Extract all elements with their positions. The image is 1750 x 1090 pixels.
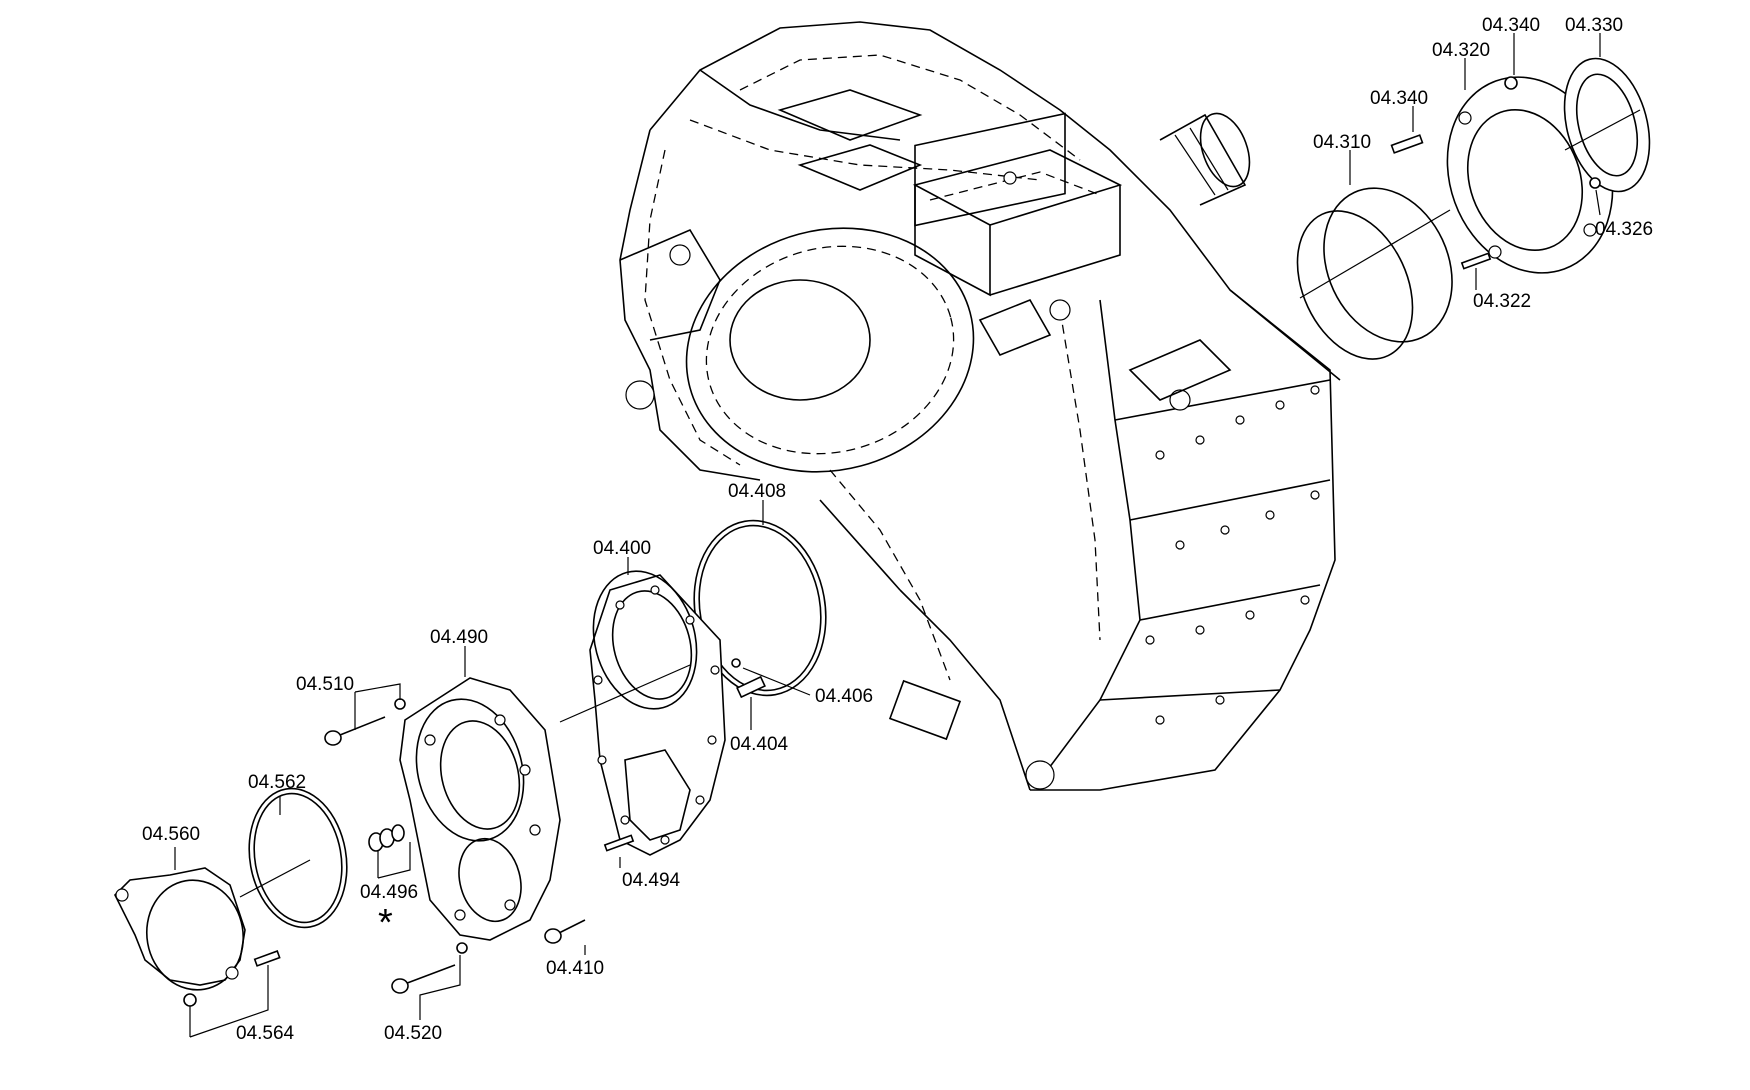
label-04-400: 04.400 — [593, 538, 651, 559]
part-04-322-pin — [1460, 252, 1492, 270]
label-04-562: 04.562 — [248, 772, 306, 793]
label-asterisk: * — [378, 902, 393, 944]
part-04-510-bolt — [324, 698, 406, 746]
label-04-406: 04.406 — [815, 686, 873, 707]
label-04-320: 04.320 — [1432, 40, 1490, 61]
part-04-404-spring — [736, 675, 766, 699]
leader-lines — [174, 33, 1601, 1038]
part-04-562-o-ring — [239, 787, 348, 929]
part-04-400-cover-plate — [559, 570, 726, 856]
label-04-410: 04.410 — [546, 958, 604, 979]
label-04-560: 04.560 — [142, 824, 200, 845]
part-04-520-bolt — [391, 942, 468, 994]
label-04-494: 04.494 — [622, 870, 681, 891]
part-04-496-plug — [368, 824, 405, 852]
part-04-560-cap — [114, 867, 246, 991]
part-04-310-ring — [1296, 187, 1453, 360]
label-04-326: 04.326 — [1595, 219, 1653, 240]
label-04-340-left: 04.340 — [1370, 88, 1428, 109]
label-04-520: 04.520 — [384, 1023, 442, 1044]
part-04-494-pin — [603, 834, 635, 852]
label-04-490: 04.490 — [430, 627, 488, 648]
label-04-404: 04.404 — [730, 734, 789, 755]
label-04-564: 04.564 — [236, 1023, 295, 1044]
label-04-322: 04.322 — [1473, 291, 1531, 312]
label-04-408: 04.408 — [728, 481, 786, 502]
label-04-310: 04.310 — [1313, 132, 1371, 153]
part-04-410-bolt — [544, 919, 586, 944]
label-04-330: 04.330 — [1565, 15, 1623, 36]
part-04-326-pin — [1589, 177, 1601, 189]
part-04-340-screws — [1390, 76, 1518, 154]
part-04-406-pin — [731, 658, 741, 668]
gearbox-housing — [619, 21, 1341, 791]
part-04-490-housing — [399, 677, 561, 941]
label-04-340-top: 04.340 — [1482, 15, 1540, 36]
part-04-330-seal — [1563, 57, 1651, 193]
label-04-496: 04.496 — [360, 882, 418, 903]
label-04-510: 04.510 — [296, 674, 354, 695]
